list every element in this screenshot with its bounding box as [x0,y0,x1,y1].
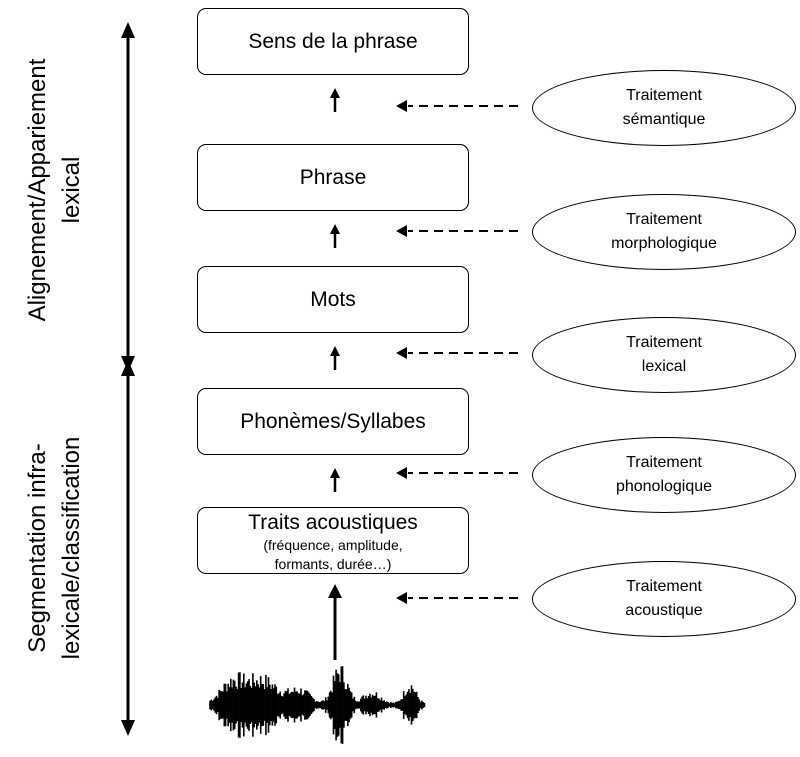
box-mots-label: Mots [310,287,356,311]
dashed-arrow-lexical [396,347,518,359]
box-traits-sub2: formants, durée…) [274,556,392,572]
box-phrase-label: Phrase [299,165,367,189]
alignment-range-arrow [121,22,135,372]
speech-waveform-image [209,666,426,744]
ellipse-lexical-line1: Traitement [626,334,702,351]
dashed-arrow-semantique [396,100,518,112]
dashed-arrow-phonologique [396,467,518,479]
ellipse-acoustique-line2: acoustique [625,602,703,619]
ellipse-morphologique-line1: Traitement [626,211,702,228]
ellipse-lexical-line2: lexical [641,358,687,375]
ellipse-traitement-acoustique: Traitement acoustique [532,561,796,637]
box-sens-de-la-phrase: Sens de la phrase [197,8,469,75]
dashed-arrow-morphologique [396,225,518,237]
box-phonemes-syllabes: Phonèmes/Syllabes [197,388,469,455]
box-phrase: Phrase [197,144,469,211]
box-mots: Mots [197,266,469,333]
segmentation-range-arrow [121,360,135,736]
ellipse-acoustique-line1: Traitement [626,578,702,595]
up-arrow-to-sens [330,88,340,112]
box-sens-label: Sens de la phrase [248,29,418,53]
up-arrow-to-traits [328,584,342,660]
box-traits-sub1: (fréquence, amplitude, [263,537,403,553]
ellipse-morphologique-line2: morphologique [611,235,717,252]
box-traits-acoustiques: Traits acoustiques (fréquence, amplitude… [197,507,469,574]
ellipse-traitement-semantique: Traitement sémantique [532,70,796,146]
up-arrow-to-phonemes [330,468,340,492]
box-phonemes-label: Phonèmes/Syllabes [240,409,426,433]
ellipse-phonologique-line2: phonologique [615,478,713,495]
ellipse-traitement-morphologique: Traitement morphologique [532,194,796,270]
ellipse-traitement-lexical: Traitement lexical [532,317,796,393]
up-arrow-to-phrase [330,224,340,248]
up-arrow-to-mots [330,346,340,370]
ellipse-traitement-phonologique: Traitement phonologique [532,437,796,513]
ellipse-semantique-line2: sémantique [622,111,706,128]
box-traits-title: Traits acoustiques [248,511,418,534]
ellipse-semantique-line1: Traitement [626,87,702,104]
ellipse-phonologique-line1: Traitement [626,454,702,471]
dashed-arrow-acoustique [396,592,518,604]
